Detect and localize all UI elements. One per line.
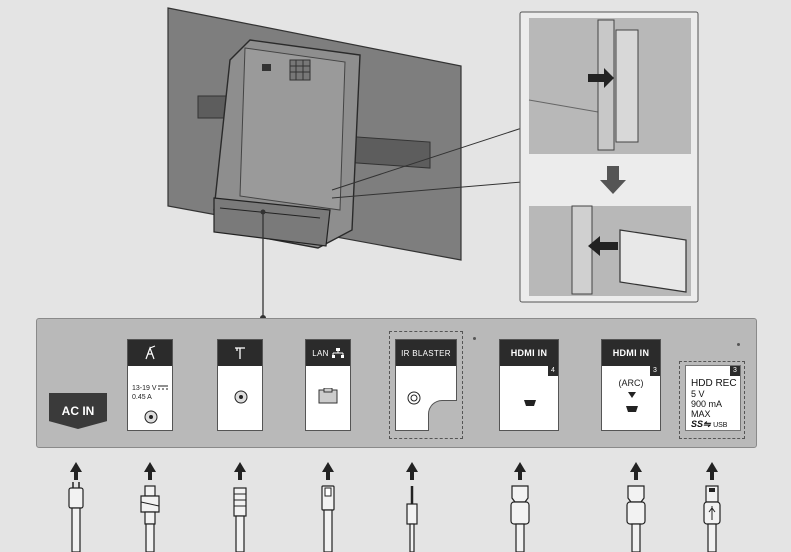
hdmi-3-label: HDMI IN (612, 348, 650, 358)
usb-outline (679, 361, 745, 439)
dc-spec-current: 0.45 A (132, 394, 152, 401)
coax-socket-icon (144, 410, 158, 424)
up-arrow-icon-4 (406, 462, 418, 480)
hdmi-3-number-badge: 3 (650, 366, 660, 376)
hdmi-4-socket-icon (524, 400, 536, 406)
antenna-plug-icon (233, 487, 247, 517)
antenna-cable (235, 515, 245, 552)
hdmi-plug-icon-6 (627, 485, 645, 503)
dc-spec-voltage: 13-19 V (132, 385, 157, 392)
usb-superspeed-icon: SS⇋ (691, 419, 711, 429)
coax-plug-neck (144, 511, 156, 525)
up-arrow-icon-1 (144, 462, 156, 480)
lan-cable (323, 509, 333, 552)
card-body-satellite: 13-19 V 0.45 A (128, 366, 172, 430)
card-head-lan: LAN (306, 340, 350, 366)
usb-current-label: 900 mA MAX (691, 399, 722, 419)
ethernet-socket-icon (318, 388, 338, 404)
usb-number-badge: 3 (730, 366, 740, 376)
slide-arrow-icon (588, 68, 614, 88)
arc-pointer-icon (628, 392, 636, 398)
hdmi-4-number-badge: 4 (548, 366, 558, 376)
satellite-antenna-icon (145, 345, 156, 360)
panel-dot-1 (473, 337, 476, 340)
usb-trident-icon (708, 506, 716, 520)
usb-voltage-label: 5 V (691, 389, 705, 399)
coax-plug-tip (144, 485, 156, 497)
port-panel: AC IN 13-19 V 0.45 A (36, 318, 757, 448)
hdmi-plug-icon-5 (511, 485, 529, 503)
cable-row (68, 462, 721, 552)
hdmi-plug-body-6 (626, 501, 646, 525)
ir-cutout (428, 400, 457, 431)
card-body-hdmi-4: 4 (500, 366, 558, 430)
up-arrow-icon-0 (70, 462, 82, 480)
hdmi-4-label: HDMI IN (510, 348, 548, 358)
card-body-ir-blaster (396, 366, 457, 431)
vent-grid (289, 59, 311, 81)
port-card-hdmi-3: HDMI IN 3 (ARC) (601, 339, 661, 431)
panel-dot-2 (737, 343, 740, 346)
callout-line-cam-a (331, 127, 523, 191)
tv-rear-illustration (167, 7, 699, 320)
mount-bar-right (344, 135, 431, 169)
card-head-ir-blaster: IR BLASTER (396, 340, 456, 366)
lan-label: LAN (312, 348, 329, 358)
card-body-antenna (218, 366, 262, 430)
hdmi-3-arc-label: (ARC) (618, 378, 644, 388)
card-head-hdmi-3: HDMI IN (602, 340, 660, 366)
ac-cable (71, 507, 81, 552)
port-card-hdmi-4: HDMI IN 4 (499, 339, 559, 431)
card-body-lan (306, 366, 350, 430)
port-card-lan: LAN (305, 339, 351, 431)
antenna-socket-icon (234, 390, 248, 404)
ir-socket-icon (407, 391, 421, 405)
hdmi-cable-6 (631, 523, 641, 552)
port-card-usb: 3 HDD REC 5 V 900 mA MAX SS⇋ USB (685, 365, 741, 431)
ac-plug-icon (68, 487, 84, 509)
ir-plug-icon (406, 503, 418, 525)
ac-in-label: AC IN (49, 393, 107, 429)
insert-arrow-icon (588, 236, 618, 256)
coax-cable (145, 523, 155, 552)
port-card-satellite: 13-19 V 0.45 A (127, 339, 173, 431)
up-arrow-icon-5 (514, 462, 526, 480)
ir-cable (409, 523, 415, 552)
antenna-icon (235, 347, 245, 359)
rear-switch (262, 64, 271, 71)
card-head-antenna (218, 340, 262, 366)
port-card-antenna (217, 339, 263, 431)
hdmi-plug-body-5 (510, 501, 530, 525)
hdmi-3-socket-icon (626, 406, 638, 412)
usb-label: USB (713, 422, 728, 429)
ac-in-text: AC IN (61, 404, 95, 418)
up-arrow-icon-7 (706, 462, 718, 480)
card-body-hdmi-3: 3 (ARC) (602, 366, 660, 430)
port-card-ir-blaster: IR BLASTER (395, 339, 457, 431)
network-icon (331, 348, 344, 358)
callout-line-cam-b (331, 181, 523, 199)
up-arrow-icon-3 (322, 462, 334, 480)
usb-hdd-rec-label: HDD REC (691, 378, 737, 389)
dc-symbol-icon (158, 385, 169, 390)
card-head-hdmi-4: HDMI IN (500, 340, 558, 366)
usb-cable (707, 523, 717, 552)
down-arrow-icon (600, 166, 626, 194)
ir-blaster-label: IR BLASTER (401, 348, 451, 358)
up-arrow-icon-6 (630, 462, 642, 480)
cam-card (619, 229, 687, 293)
hdmi-cable-5 (515, 523, 525, 552)
ir-blaster-outline (389, 331, 463, 439)
card-head-satellite (128, 340, 172, 366)
up-arrow-icon-2 (234, 462, 246, 480)
rear-stand-inner (239, 47, 346, 211)
